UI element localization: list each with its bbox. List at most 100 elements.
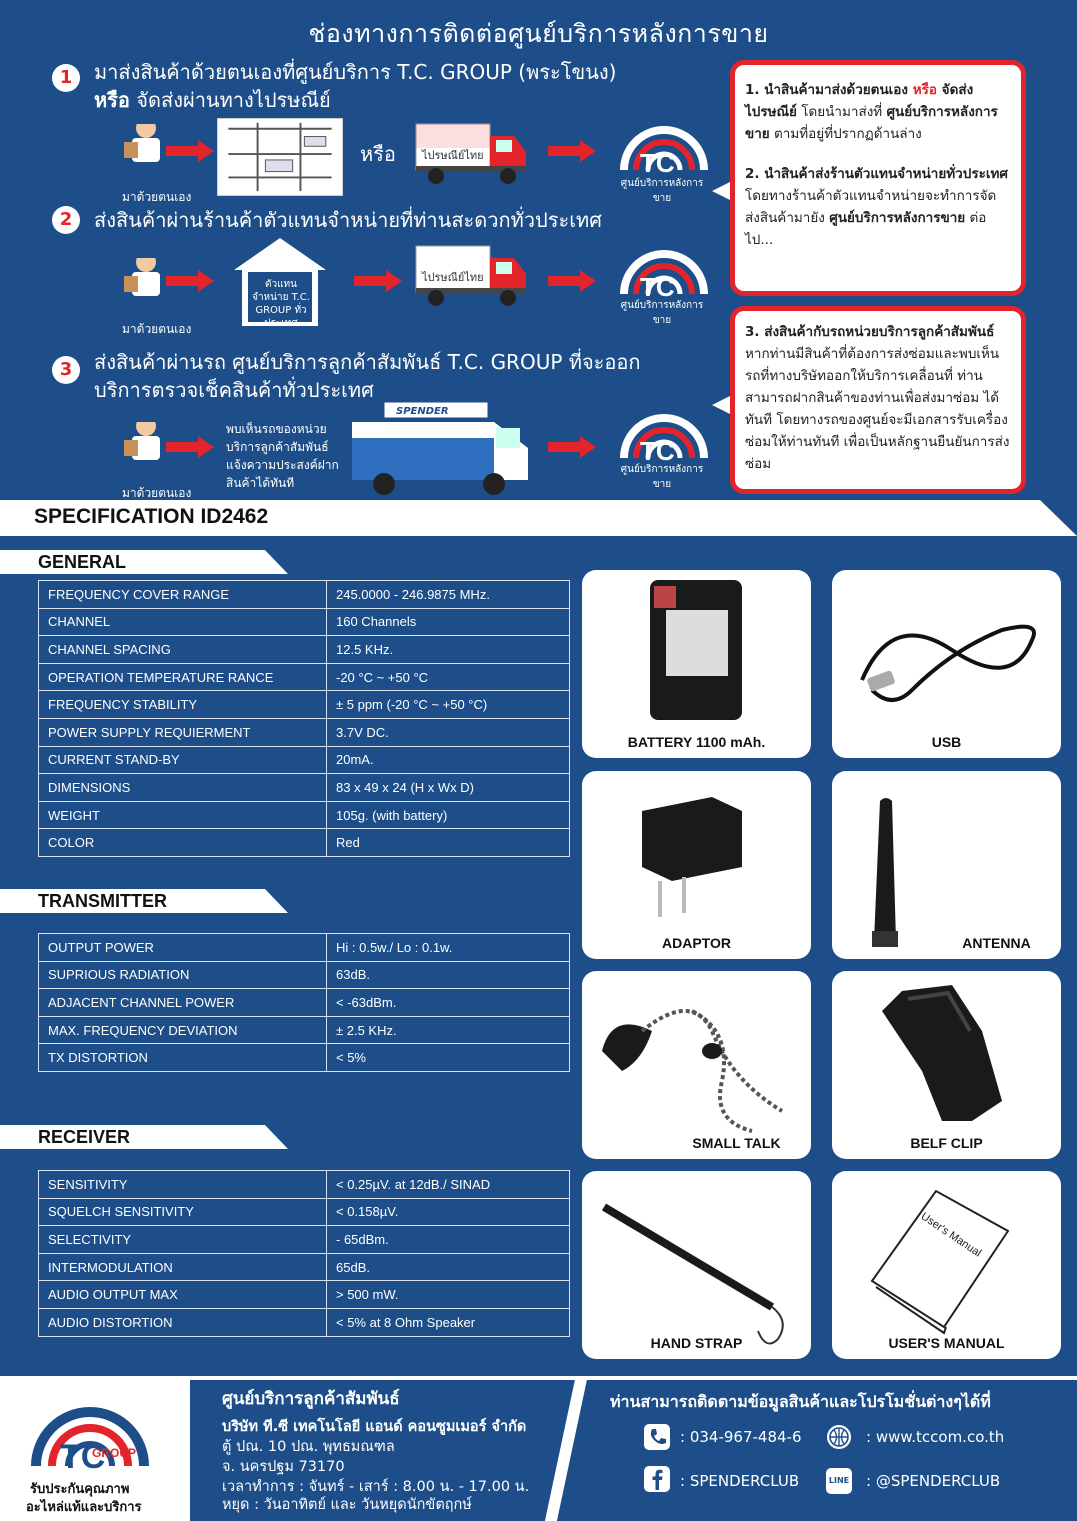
spec-value: < 5% at 8 Ohm Speaker xyxy=(326,1307,570,1337)
tc-group-footer-logo: TC xyxy=(31,1407,149,1470)
spec-value: Red xyxy=(326,828,570,857)
earpiece-icon xyxy=(602,1009,784,1133)
post-truck-icon xyxy=(415,245,526,306)
arrow-right-icon xyxy=(548,436,596,458)
post-truck-label: ไปรษณีย์ไทย xyxy=(422,271,484,284)
spec-value: < 5% xyxy=(326,1043,570,1072)
spec-key: TX DISTORTION xyxy=(38,1043,327,1072)
spec-value: 12.5 KHz. xyxy=(326,635,570,664)
accessory-label: BATTERY 1100 mAh. xyxy=(627,734,766,750)
tc-group-logo: TC xyxy=(620,126,708,178)
spec-value: - 65dBm. xyxy=(326,1225,570,1254)
spec-value: ± 5 ppm (-20 °C ~ +50 °C) xyxy=(326,690,570,719)
spec-row: ADJACENT CHANNEL POWER< -63dBm. xyxy=(38,988,570,1017)
spec-row: SENSITIVITY< 0.25µV. at 12dB./ SINAD xyxy=(38,1170,570,1199)
step-1-line2: จัดส่งผ่านทางไปรษณีย์ xyxy=(129,88,331,112)
section-general-title: GENERAL xyxy=(0,550,288,574)
footer-center-title: ศูนย์บริการลูกค้าสัมพันธ์ xyxy=(222,1389,400,1409)
spec-value: ± 2.5 KHz. xyxy=(326,1015,570,1045)
spec-key: ADJACENT CHANNEL POWER xyxy=(38,988,327,1017)
info-2-a: 2. นำสินค้าส่งร้านตัวแทนจำหน่ายทั่วประเท… xyxy=(745,166,1008,182)
spec-value: 3.7V DC. xyxy=(326,717,570,747)
spec-key: DIMENSIONS xyxy=(38,773,327,802)
step-1-logo-caption: ศูนย์บริการหลังการขาย xyxy=(620,178,704,204)
adaptor-icon xyxy=(642,797,742,917)
accessory-card-usb: USB xyxy=(832,570,1061,758)
spec-value: 245.0000 - 246.9875 MHz. xyxy=(326,580,570,609)
info-1-or: หรือ xyxy=(912,82,937,98)
footer-website: : www.tccom.co.th xyxy=(866,1428,1005,1446)
accessory-card-manual: User's Manual USER'S MANUAL xyxy=(832,1171,1061,1359)
spec-band-corner xyxy=(960,500,1077,536)
accessory-label: SMALL TALK xyxy=(692,1135,781,1151)
spec-value: < 0.158µV. xyxy=(326,1197,570,1227)
info-1-c: โดยนำมาส่งที่ xyxy=(796,104,887,120)
facebook-icon xyxy=(644,1466,670,1492)
spec-band xyxy=(0,500,1077,536)
footer-follow-title: ท่านสามารถติดตามข้อมูลสินค้าและโปรโมชั่น… xyxy=(610,1392,991,1411)
step-2-caption: มาด้วยตนเอง xyxy=(122,322,192,336)
step-3-note: พบเห็นรถของหน่วยบริการลูกค้าสัมพันธ์ แจ้… xyxy=(226,422,339,490)
step-1-number: 1 xyxy=(52,64,80,92)
tc-group-logo: TC xyxy=(620,414,708,466)
arrow-right-icon xyxy=(548,270,596,292)
spec-value: > 500 mW. xyxy=(326,1280,570,1309)
footer-address-1: ตู้ ปณ. 10 ปณ. พุทธมณฑล xyxy=(222,1439,395,1455)
arrow-right-icon xyxy=(354,270,402,292)
post-truck-icon xyxy=(415,123,526,184)
spec-title: SPECIFICATION ID2462 xyxy=(34,505,269,528)
step-3-caption: มาด้วยตนเอง xyxy=(122,486,192,500)
spec-row: MAX. FREQUENCY DEVIATION± 2.5 KHz. xyxy=(38,1015,570,1045)
accessory-label: USB xyxy=(931,734,962,750)
spec-key: AUDIO DISTORTION xyxy=(38,1307,327,1337)
spec-row: TX DISTORTION< 5% xyxy=(38,1043,570,1072)
step-2-logo-caption: ศูนย์บริการหลังการขาย xyxy=(620,300,704,326)
footer-logo-tag1: รับประกันคุณภาพ xyxy=(30,1482,130,1497)
spec-key: FREQUENCY STABILITY xyxy=(38,690,327,719)
info-box-1-item-2: 2. นำสินค้าส่งร้านตัวแทนจำหน่ายทั่วประเท… xyxy=(745,163,1011,251)
info-2-d: ต่อไป... xyxy=(745,210,987,248)
arrow-right-icon xyxy=(548,140,596,162)
step-3-number: 3 xyxy=(52,356,80,384)
dealer-house-icon xyxy=(234,238,326,326)
spec-value: 83 x 49 x 24 (H x Wx D) xyxy=(326,773,570,802)
info-box-2: 3. ส่งสินค้ากับรถหน่วยบริการลูกค้าสัมพัน… xyxy=(730,306,1026,494)
section-receiver-title: RECEIVER xyxy=(0,1125,288,1149)
accessory-card-battery: BATTERY 1100 mAh. xyxy=(582,570,811,758)
service-van-image xyxy=(352,401,528,495)
info-box-1-item-1: 1. นำสินค้ามาส่งด้วยตนเอง หรือ จัดส่งไปร… xyxy=(745,79,1011,145)
info-box-2-body: หากท่านมีสินค้าที่ต้องการส่งซ่อมและพบเห็… xyxy=(745,346,1010,472)
globe-icon xyxy=(827,1425,851,1449)
manual-icon xyxy=(870,1189,1010,1335)
step-3-logo-caption: ศูนย์บริการหลังการขาย xyxy=(620,464,704,490)
info-1-a: 1. นำสินค้ามาส่งด้วยตนเอง xyxy=(745,82,913,98)
step-1-caption: มาด้วยตนเอง xyxy=(122,190,192,204)
info-1-b: จัดส่งไปรษณีย์ xyxy=(745,82,974,120)
accessory-label: ADAPTOR xyxy=(662,935,731,951)
info-1-e: ตามที่อยู่ที่ปรากฏด้านล่าง xyxy=(769,126,922,142)
spec-key: CURRENT STAND-BY xyxy=(38,745,327,775)
footer-line: : @SPENDERCLUB xyxy=(866,1472,1001,1490)
footer-hours: เวลาทำการ : จันทร์ - เสาร์ : 8.00 น. - 1… xyxy=(222,1479,530,1495)
spec-key: MAX. FREQUENCY DEVIATION xyxy=(38,1015,327,1045)
antenna-icon xyxy=(872,798,898,947)
spec-value: 65dB. xyxy=(326,1252,570,1282)
spec-key: WEIGHT xyxy=(38,800,327,830)
spec-key: OPERATION TEMPERATURE RANCE xyxy=(38,662,327,692)
spec-row: SELECTIVITY- 65dBm. xyxy=(38,1225,570,1254)
spec-value: Hi : 0.5w./ Lo : 0.1w. xyxy=(326,933,570,962)
tc-group-logo: TC xyxy=(620,250,708,302)
step-1-line1: มาส่งสินค้าด้วยตนเองที่ศูนย์บริการ T.C. … xyxy=(94,60,617,84)
footer-phone: : 034-967-484-6 xyxy=(680,1428,802,1446)
accessory-label: USER'S MANUAL xyxy=(888,1335,1005,1351)
footer-facebook: : SPENDERCLUB xyxy=(680,1472,800,1490)
courier-icon xyxy=(124,415,160,478)
info-2-b: โดยทางร้านค้าตัวแทนจำหน่ายจะทำการจัดส่งส… xyxy=(745,188,997,226)
